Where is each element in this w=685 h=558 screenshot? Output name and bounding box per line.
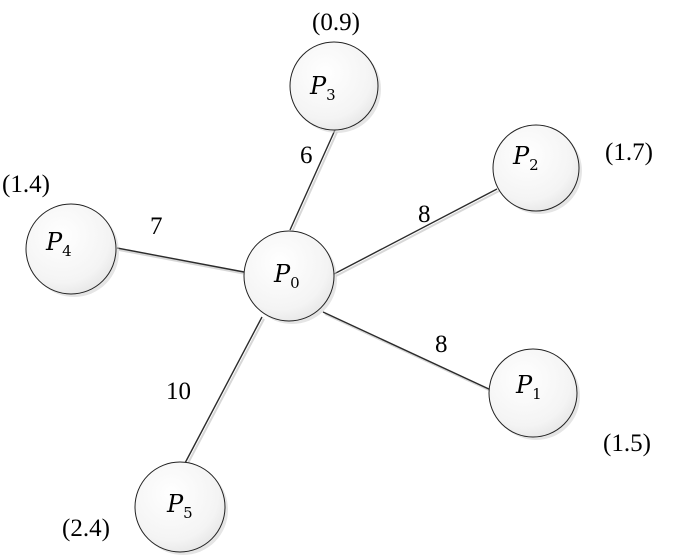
node-p2: P2	[492, 124, 582, 214]
edge-p0-p5	[183, 316, 265, 468]
value-p1: (1.5)	[603, 430, 651, 457]
value-p3: (0.9)	[312, 9, 360, 36]
node-p0: P0	[243, 230, 337, 324]
value-p5: (2.4)	[62, 515, 110, 542]
weight-p0-p1: 8	[435, 331, 448, 358]
edge-p0-p1	[322, 311, 494, 393]
svg-text:P3: P3	[309, 72, 336, 104]
edge-p0-p3	[289, 129, 338, 233]
value-p2: (1.7)	[605, 139, 653, 166]
weight-p0-p3: 6	[300, 142, 313, 169]
node-p4: P4	[25, 203, 119, 297]
edge-weights: 6 8 7 8 10	[150, 142, 448, 405]
edge-p0-p2	[333, 188, 500, 277]
node-p5: P5	[134, 461, 228, 555]
value-p4: (1.4)	[2, 171, 50, 198]
svg-text:P2: P2	[512, 142, 539, 174]
svg-text:P4: P4	[45, 228, 72, 260]
weight-p0-p4: 7	[150, 213, 163, 240]
svg-text:P5: P5	[166, 490, 193, 522]
node-p1: P1	[488, 348, 580, 440]
weight-p0-p5: 10	[166, 378, 191, 405]
node-p3: P3	[289, 41, 381, 133]
edge-p0-p4	[116, 247, 247, 275]
svg-text:P0: P0	[273, 260, 300, 292]
edges	[116, 129, 500, 468]
svg-text:P1: P1	[515, 371, 542, 403]
weight-p0-p2: 8	[418, 201, 431, 228]
node-values: (0.9) (1.7) (1.4) (1.5) (2.4)	[2, 9, 653, 542]
